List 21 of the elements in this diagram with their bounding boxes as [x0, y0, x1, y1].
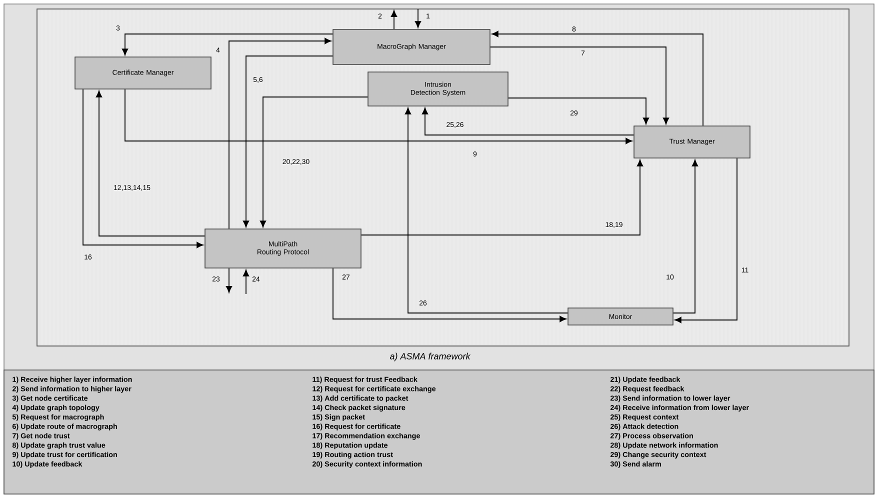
arrow	[360, 160, 644, 236]
arrow	[82, 88, 204, 248]
arrow	[674, 158, 738, 324]
arrow	[228, 38, 332, 230]
arrow	[242, 56, 334, 228]
arrow	[390, 10, 398, 30]
arrow	[124, 88, 632, 144]
arrow	[260, 96, 368, 228]
arrow	[242, 270, 250, 294]
arrow	[404, 108, 568, 314]
arrow	[414, 8, 422, 28]
arrow	[122, 34, 334, 56]
arrow	[226, 268, 232, 293]
arrow	[672, 160, 698, 314]
arrow	[422, 108, 634, 136]
arrow	[508, 98, 650, 124]
arrow	[492, 30, 704, 126]
arrow	[332, 268, 566, 322]
caption: a) ASMA framework	[390, 352, 471, 362]
arrow	[96, 90, 206, 236]
arrow	[490, 46, 670, 124]
